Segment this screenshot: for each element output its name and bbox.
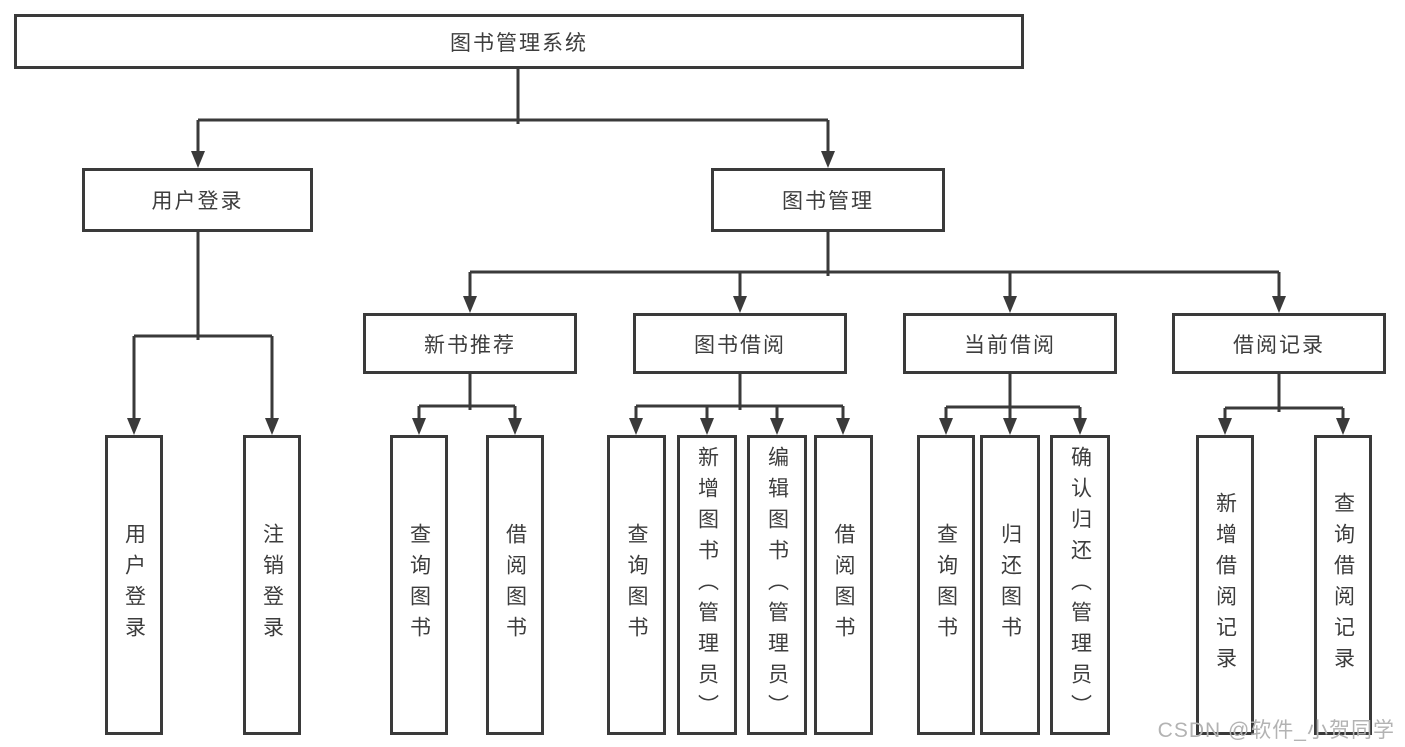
node-borrowing-records: 借阅记录 <box>1172 313 1386 374</box>
leaf-borrow-books-newbook: 借阅图书 <box>486 435 544 735</box>
connector-new-book-to-leaves <box>412 374 522 435</box>
leaf-borrow-books: 借阅图书 <box>814 435 873 735</box>
leaf-query-books-borrow: 查询图书 <box>607 435 666 735</box>
leaf-query-books-newbook: 查询图书 <box>390 435 448 735</box>
leaf-label: 新增图书（管理员） <box>695 445 719 725</box>
leaf-label: 查询图书 <box>625 523 648 647</box>
connector-book-borrow-to-leaves <box>629 374 850 435</box>
leaf-label: 查询借阅记录 <box>1331 492 1355 678</box>
leaf-logout: 注销登录 <box>243 435 301 735</box>
leaf-add-books-admin: 新增图书（管理员） <box>677 435 737 735</box>
leaf-label: 注销登录 <box>260 523 284 647</box>
node-label: 借阅记录 <box>1233 333 1325 357</box>
leaf-label: 用户登录 <box>122 523 146 647</box>
leaf-add-borrow-record: 新增借阅记录 <box>1196 435 1254 735</box>
node-label: 图书借阅 <box>694 333 786 357</box>
leaf-user-login: 用户登录 <box>105 435 163 735</box>
leaf-query-books-current: 查询图书 <box>917 435 975 735</box>
connector-current-borrow-to-leaves <box>939 374 1087 435</box>
connector-root-to-level2 <box>191 68 835 168</box>
node-label: 用户登录 <box>151 190 244 213</box>
leaf-label: 借阅图书 <box>503 523 527 647</box>
node-label: 图书管理 <box>782 190 874 213</box>
node-current-borrowing: 当前借阅 <box>903 313 1117 374</box>
leaf-query-borrow-record: 查询借阅记录 <box>1314 435 1372 735</box>
leaf-label: 编辑图书（管理员） <box>765 445 789 725</box>
node-user-login: 用户登录 <box>82 168 313 232</box>
leaf-label: 归还图书 <box>998 523 1022 647</box>
leaf-label: 查询图书 <box>934 523 958 647</box>
connector-borrow-records-to-leaves <box>1218 374 1350 435</box>
node-label: 当前借阅 <box>964 333 1056 357</box>
leaf-confirm-return-admin: 确认归还（管理员） <box>1050 435 1110 735</box>
connector-book-management-to-level3 <box>463 232 1286 313</box>
leaf-edit-books-admin: 编辑图书（管理员） <box>747 435 807 735</box>
leaf-return-books: 归还图书 <box>980 435 1040 735</box>
connector-user-login-to-leaves <box>127 232 279 435</box>
leaf-label: 借阅图书 <box>832 523 855 647</box>
node-label: 图书管理系统 <box>450 31 588 55</box>
leaf-label: 查询图书 <box>407 523 431 647</box>
node-label: 新书推荐 <box>424 333 516 357</box>
node-book-borrowing: 图书借阅 <box>633 313 847 374</box>
leaf-label: 新增借阅记录 <box>1213 492 1237 678</box>
node-new-book-recommendation: 新书推荐 <box>363 313 577 374</box>
leaf-label: 确认归还（管理员） <box>1068 445 1092 725</box>
node-book-management: 图书管理 <box>711 168 945 232</box>
node-library-management-system: 图书管理系统 <box>14 14 1024 69</box>
